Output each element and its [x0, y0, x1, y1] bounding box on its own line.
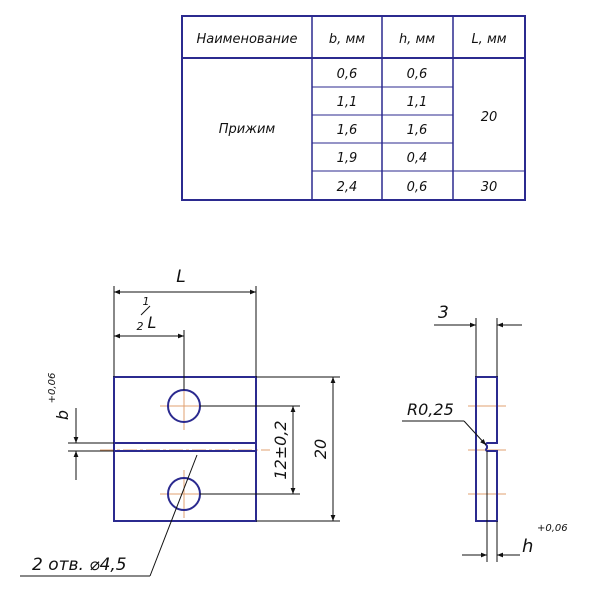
table-header-L: L, мм — [471, 32, 506, 47]
table-part-name: Прижим — [219, 122, 276, 137]
dimension-L — [113, 286, 257, 377]
dimension-L-label: L — [176, 267, 185, 287]
table-cell-h: 1,1 — [407, 95, 428, 110]
dimension-thickness-label: 3 — [438, 303, 449, 323]
table-header-b: b, мм — [329, 32, 365, 47]
dimension-h — [462, 451, 520, 562]
table-cell-b: 0,6 — [337, 67, 358, 82]
dimension-height — [256, 376, 340, 522]
table-header-h: h, мм — [399, 32, 435, 47]
dimension-half-den: 2 — [137, 320, 144, 333]
table-cell-b: 1,9 — [337, 151, 358, 166]
table-cell-h: 0,6 — [407, 180, 428, 195]
table-cell-b: 1,1 — [337, 95, 358, 110]
dimension-half-num: 1 — [143, 295, 150, 308]
side-view: 3 R0,25 h +0,06 — [402, 303, 568, 562]
dimension-hole-spacing-label: 12±0,2 — [271, 420, 290, 479]
dimension-b — [68, 408, 114, 480]
dimension-b-letter: b — [53, 410, 72, 420]
table-cell-h: 0,4 — [407, 151, 428, 166]
radius-leader — [402, 420, 487, 446]
table-cell-b: 1,6 — [337, 123, 358, 138]
table-cell-L: 30 — [481, 180, 498, 195]
table-cell-h: 0,6 — [407, 67, 428, 82]
dimension-h-letter: h — [522, 536, 533, 557]
dimension-h-tolerance: +0,06 — [537, 523, 568, 534]
front-view: L 1 2 L b +0,06 12±0,2 — [20, 267, 340, 577]
dimension-table: Наименование b, мм h, мм L, мм Прижим 0,… — [181, 15, 526, 201]
table-header-name: Наименование — [196, 32, 297, 47]
holes-note: 2 отв. ⌀4,5 — [32, 555, 127, 575]
radius-note: R0,25 — [407, 400, 454, 419]
holes-leader — [20, 454, 198, 577]
dimension-half-L-letter: L — [148, 313, 157, 332]
part-outline-front — [113, 376, 257, 522]
part-outline-side — [475, 376, 498, 522]
dimension-height-label: 20 — [311, 439, 330, 459]
dimension-hole-spacing — [200, 405, 300, 495]
table-cell-h: 1,6 — [407, 123, 428, 138]
dimension-half-L — [114, 305, 185, 390]
dimension-b-tolerance: +0,06 — [47, 373, 58, 404]
dimension-thickness — [434, 318, 522, 377]
table-cell-b: 2,4 — [337, 180, 358, 195]
table-cell-L: 20 — [481, 110, 498, 125]
